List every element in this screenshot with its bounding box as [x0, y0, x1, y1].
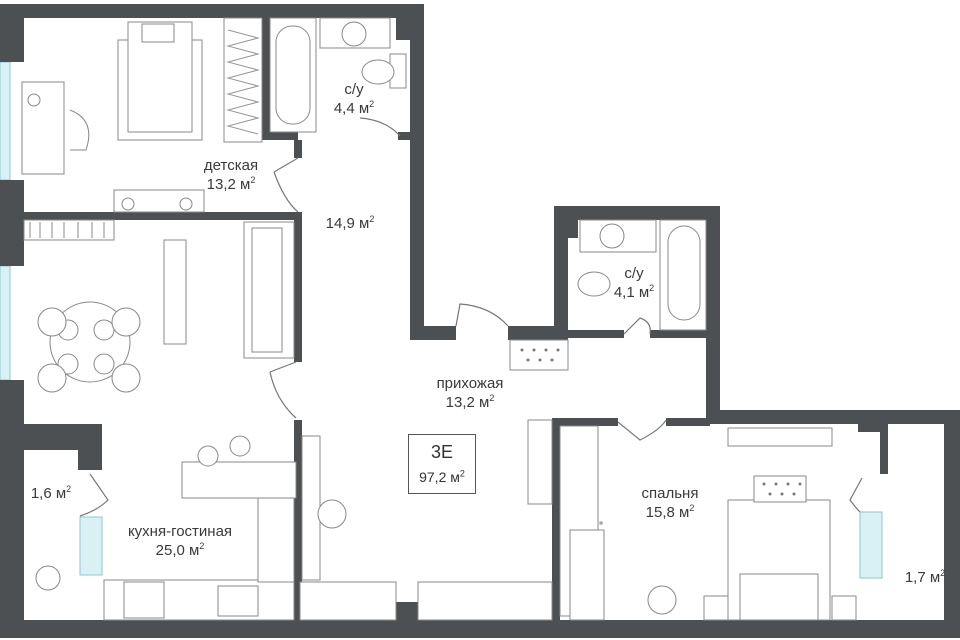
room-label-bath2: с/у 4,1 м2	[608, 264, 660, 302]
room-name: с/у	[344, 81, 364, 98]
room-label-bedroom: спальня 15,8 м2	[634, 484, 706, 522]
apartment-code: 3E	[430, 442, 454, 462]
room-label-hall: прихожая 13,2 м2	[428, 374, 512, 412]
apartment-total-area: 97,2 м2	[419, 468, 465, 485]
mats	[520, 348, 802, 496]
room-label-kids: детская 13,2 м2	[200, 156, 262, 194]
room-name: прихожая	[436, 375, 504, 392]
room-label-balcony2: 1,7 м2	[900, 568, 950, 587]
room-label-bath1: с/у 4,4 м2	[328, 80, 380, 118]
room-area: 1,7 м2	[904, 568, 946, 587]
room-area: 14,9 м2	[325, 214, 375, 233]
room-name: с/у	[624, 265, 644, 282]
walls	[0, 4, 960, 638]
room-area: 4,4 м2	[333, 99, 375, 118]
room-area: 4,1 м2	[613, 283, 655, 302]
room-label-living: кухня-гостиная 25,0 м2	[124, 522, 236, 560]
room-area: 13,2 м2	[206, 175, 256, 194]
apartment-badge: 3E 97,2 м2	[408, 434, 476, 494]
room-area: 13,2 м2	[445, 393, 495, 412]
room-area: 25,0 м2	[155, 541, 205, 560]
furniture	[21, 17, 857, 621]
room-area: 15,8 м2	[645, 503, 695, 522]
room-label-corridor: 14,9 м2	[320, 214, 380, 233]
room-area: 1,6 м2	[30, 484, 72, 503]
door-swings	[79, 117, 863, 517]
windows	[0, 61, 883, 579]
room-name: детская	[203, 157, 259, 174]
room-name: спальня	[641, 485, 699, 502]
room-name: кухня-гостиная	[127, 523, 233, 540]
room-label-balcony1: 1,6 м2	[26, 484, 76, 503]
